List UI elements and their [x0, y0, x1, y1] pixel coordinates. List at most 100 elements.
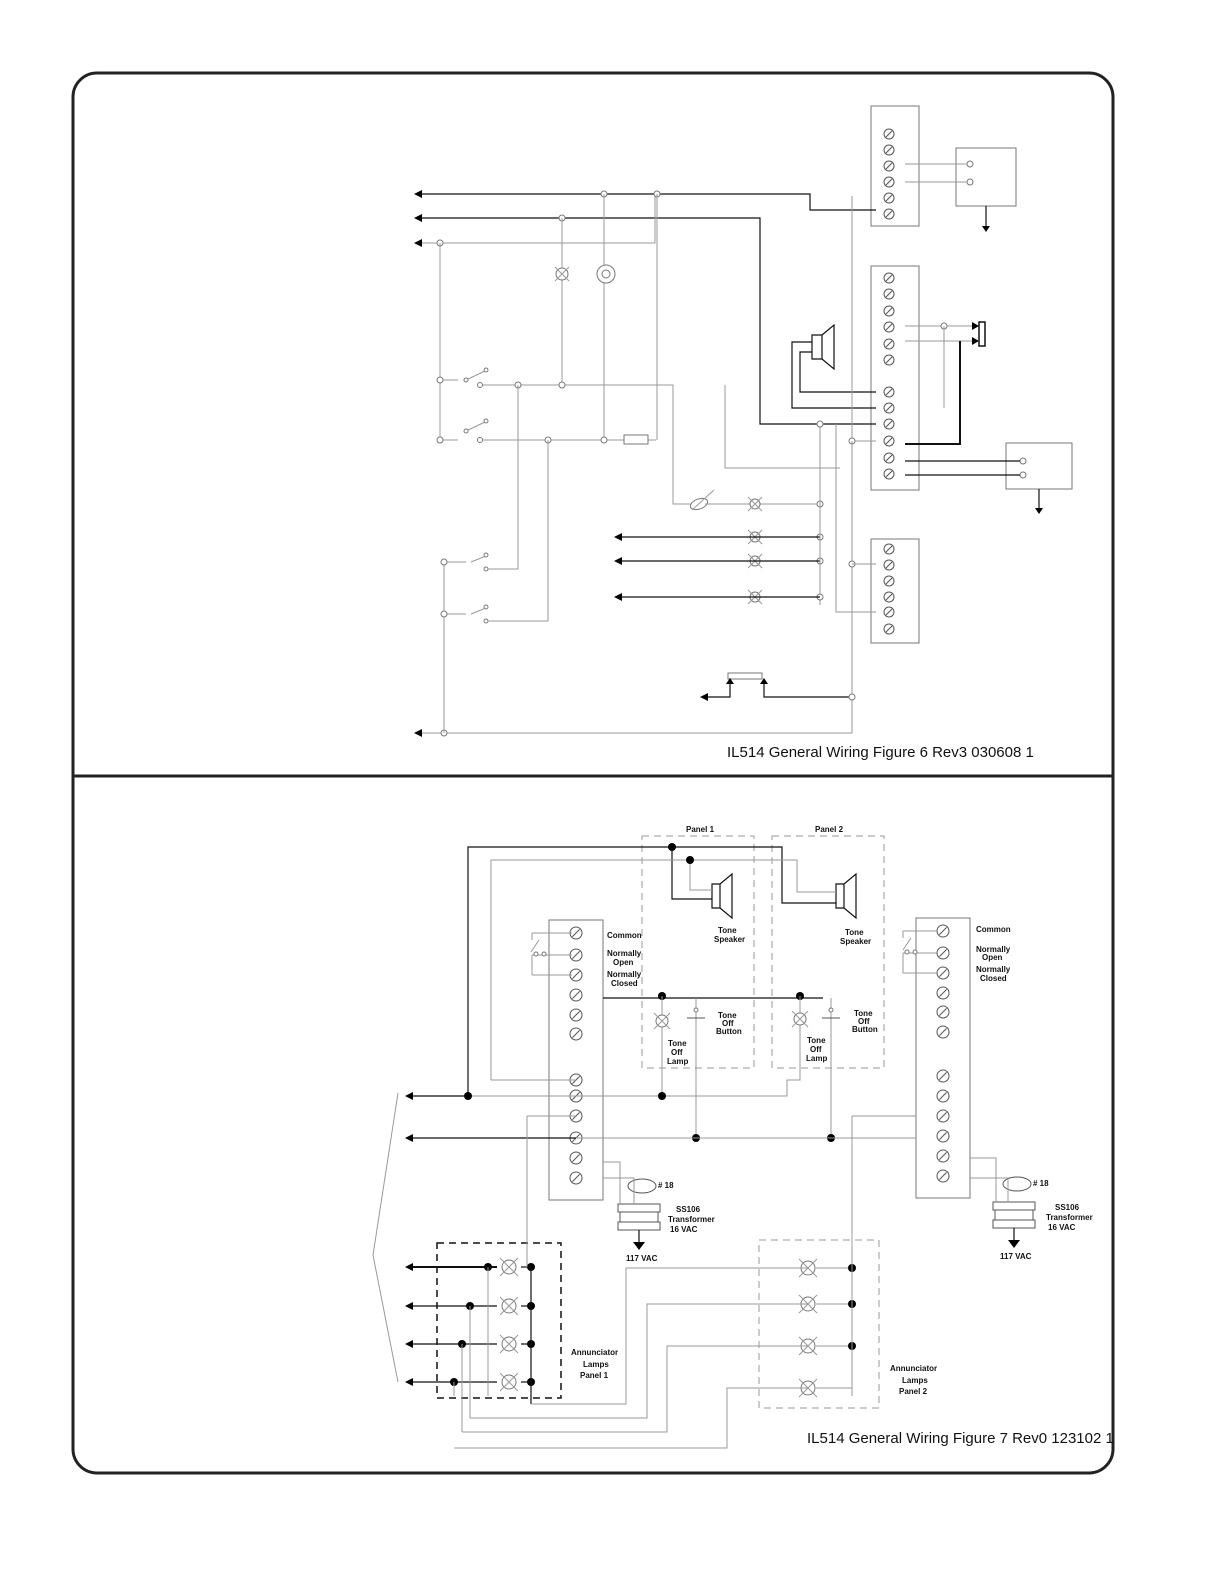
relay-common-label-right: Common: [976, 925, 1011, 934]
terminal-screw-icon: [569, 1151, 583, 1165]
terminal-screw-icon: [883, 176, 895, 188]
terminal-screws: [883, 128, 895, 635]
terminal-screw-icon: [883, 452, 895, 464]
tone-off-button-icon: [822, 1007, 840, 1019]
lamp-icon: [554, 266, 570, 282]
transformer-right-label-2: Transformer: [1046, 1213, 1093, 1222]
figure-6-wiring: IL514 General Wiring Figure 6 Rev3 03060…: [414, 105, 1073, 761]
relay-no-label-right-2: Open: [982, 953, 1003, 962]
tone-speaker-1-label-2: Speaker: [714, 935, 745, 944]
resistor-icon: [623, 434, 649, 445]
tone-off-lamp-1-label-2: Off: [671, 1048, 683, 1057]
lamp-icon: [499, 1372, 519, 1392]
relay-common-label: Common: [607, 931, 642, 940]
tone-off-button-icon: [687, 1007, 705, 1019]
terminal-block-bottom: [870, 538, 920, 644]
terminal-screw-icon: [936, 1129, 950, 1143]
terminal-screw-icon: [936, 1069, 950, 1083]
terminal-screw-icon: [883, 575, 895, 587]
speaker-icon: [811, 323, 835, 371]
annunciator-2-label-3: Panel 2: [899, 1387, 928, 1396]
figure-6-caption: IL514 General Wiring Figure 6 Rev3 03060…: [727, 744, 1034, 761]
lamp-icon: [653, 1012, 671, 1030]
terminal-screw-icon: [883, 623, 895, 635]
terminal-screw-icon: [883, 305, 895, 317]
annunciator-2-label-2: Lamps: [902, 1376, 928, 1385]
terminal-screw-icon: [883, 543, 895, 555]
terminal-screw-icon: [883, 128, 895, 140]
panel-2-box: [771, 835, 885, 1069]
lamp-icon: [499, 1334, 519, 1354]
tone-off-button-2-label-3: Button: [852, 1025, 878, 1034]
terminal-screw-icon: [883, 418, 895, 430]
tone-speaker-1-label: Tone: [718, 926, 737, 935]
terminal-screw-icon: [936, 1169, 950, 1183]
terminal-screw-icon: [883, 288, 895, 300]
transformer-left-label: SS106: [676, 1205, 701, 1214]
transformer-right-label-3: 16 VAC: [1048, 1223, 1076, 1232]
terminal-screw-icon: [883, 321, 895, 333]
tone-off-lamp-1-label-3: Lamp: [667, 1057, 688, 1066]
relay-no-label-2: Open: [613, 958, 634, 967]
annunciator-panel-1-box: [436, 1242, 562, 1399]
transformer-right-label: SS106: [1055, 1203, 1080, 1212]
panel-2-label: Panel 2: [815, 825, 844, 834]
terminal-block-middle: [870, 265, 920, 491]
terminal-screw-icon: [883, 606, 895, 618]
terminal-screw-icon: [883, 468, 895, 480]
panel-1-label: Panel 1: [686, 825, 715, 834]
relay-no-label-1: Normally: [607, 949, 642, 958]
tone-off-button-1-label: Tone: [718, 1011, 737, 1020]
figure-7-wiring: Panel 1 Panel 2 Common Normally Open Nor…: [372, 825, 1114, 1449]
annunciator-panel-2-box: [758, 1239, 880, 1409]
terminal-screw-icon: [936, 1149, 950, 1163]
terminal-screw-icon: [883, 338, 895, 350]
lamp-icon: [791, 1010, 809, 1028]
terminal-screw-icon: [883, 435, 895, 447]
terminal-screw-icon: [569, 1171, 583, 1185]
annunciator-1-label-2: Lamps: [583, 1360, 609, 1369]
transformer-left-label-3: 16 VAC: [670, 1225, 698, 1234]
push-contact-icon: [727, 672, 763, 680]
tone-speaker-2-icon: [835, 872, 857, 920]
terminal-screw-icon: [569, 1027, 583, 1041]
horn-icon: [978, 321, 986, 347]
annunciator-2-label: Annunciator: [890, 1364, 937, 1373]
terminal-screw-icon: [936, 1005, 950, 1019]
transformer-left-icon: [603, 1161, 661, 1250]
transformer-right-icon: [970, 1157, 1036, 1248]
tone-off-lamp-2-label-3: Lamp: [806, 1054, 827, 1063]
terminal-screw-icon: [569, 988, 583, 1002]
tone-off-lamp-1-label: Tone: [668, 1039, 687, 1048]
terminal-screw-icon: [936, 946, 950, 960]
lamp-icon: [747, 496, 763, 512]
panel-1-box: [641, 835, 755, 1069]
lamp-icon: [499, 1296, 519, 1316]
annunciator-1-label-3: Panel 1: [580, 1371, 609, 1380]
terminal-screw-icon: [936, 1025, 950, 1039]
terminal-screw-icon: [883, 160, 895, 172]
terminal-screw-icon: [883, 591, 895, 603]
page-frame: [71, 71, 1115, 1475]
bell-icon: [596, 264, 616, 284]
lamp-icon: [499, 1257, 519, 1277]
transformer-left-label-2: Transformer: [668, 1215, 715, 1224]
tone-off-button-1-label-3: Button: [716, 1027, 742, 1036]
annunciator-1-label: Annunciator: [571, 1348, 618, 1357]
wire-gauge-label-right: # 18: [1033, 1179, 1049, 1188]
relay-nc-label-right-2: Closed: [980, 974, 1007, 983]
tone-off-lamp-2-label: Tone: [807, 1036, 826, 1045]
device-box-lower: [1005, 442, 1073, 490]
ground-arrow-icon: [982, 226, 990, 232]
tone-speaker-2-label-2: Speaker: [840, 937, 871, 946]
terminal-screw-icon: [569, 1008, 583, 1022]
terminal-screw-icon: [883, 272, 895, 284]
tone-speaker-1-icon: [711, 872, 733, 920]
relay-nc-label-1: Normally: [607, 970, 642, 979]
tone-off-button-1-label-2: Off: [722, 1019, 734, 1028]
relay-nc-label-right-1: Normally: [976, 965, 1011, 974]
terminal-screw-icon: [883, 208, 895, 220]
supply-label-left: 117 VAC: [626, 1254, 658, 1263]
tone-speaker-2-label: Tone: [845, 928, 864, 937]
terminal-screw-icon: [883, 192, 895, 204]
